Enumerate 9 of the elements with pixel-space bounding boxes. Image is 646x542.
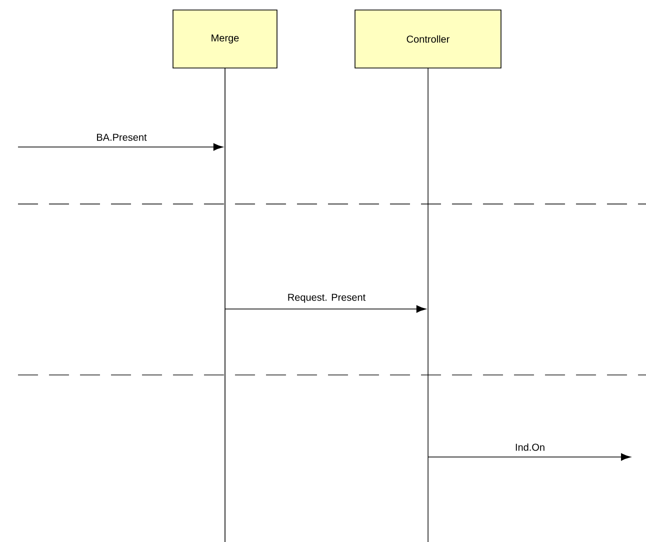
message-arrow bbox=[224, 305, 426, 313]
edge-label: Ind.On bbox=[514, 442, 546, 452]
participant-box: Controller bbox=[354, 10, 502, 68]
lifeline bbox=[224, 68, 226, 542]
edge-label: BA.Present bbox=[95, 132, 148, 142]
message-arrow bbox=[18, 143, 224, 151]
participant-box: Merge bbox=[172, 10, 278, 68]
message-arrow bbox=[428, 453, 631, 461]
edge-label: Request. Present bbox=[286, 292, 367, 304]
